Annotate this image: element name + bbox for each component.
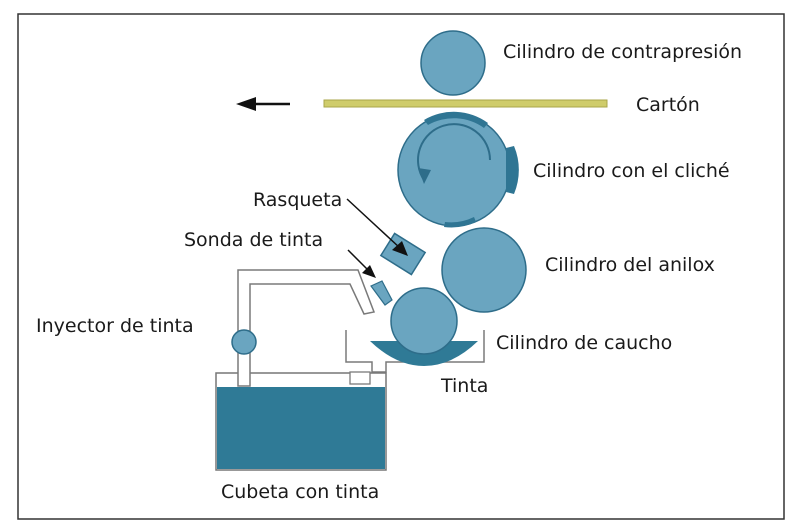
label-cilindro-anilox: Cilindro del anilox (545, 254, 715, 276)
rubber-cylinder (390, 287, 458, 355)
ink-tray (345, 330, 485, 373)
plate-cylinder (397, 113, 511, 227)
sonda-pointer-head (362, 265, 376, 278)
label-carton: Cartón (636, 94, 700, 116)
rotation-arrow (417, 123, 491, 181)
rasqueta-pointer-head (392, 241, 408, 256)
label-cubeta-tinta: Cubeta con tinta (221, 481, 379, 503)
direction-arrow-head (236, 97, 256, 111)
rasqueta-pointer-line (346, 198, 401, 249)
anilox-cylinder (441, 227, 527, 313)
cliche-plate-right (506, 146, 519, 194)
ink-injector (231, 329, 257, 355)
label-cilindro-contrapresion: Cilindro de contrapresión (503, 41, 742, 63)
label-tinta: Tinta (440, 375, 488, 397)
impression-cylinder (420, 30, 486, 96)
cliche-plate-bottom (444, 217, 476, 228)
label-rasqueta: Rasqueta (253, 189, 342, 211)
tray-drain (349, 371, 371, 385)
label-inyector-tinta: Inyector de tinta (36, 315, 194, 337)
sonda-pointer-line (347, 249, 369, 271)
cliche-plate-top (424, 111, 488, 128)
ink-probe (370, 280, 393, 306)
label-cilindro-cliche: Cilindro con el cliché (533, 160, 730, 182)
diagram-frame (17, 13, 785, 520)
label-cilindro-caucho: Cilindro de caucho (496, 332, 672, 354)
ink-supply-pipe (237, 269, 376, 387)
rotation-arrow-head (418, 168, 431, 184)
label-sonda-tinta: Sonda de tinta (184, 229, 323, 251)
ink-tank-liquid (217, 387, 385, 469)
ink-tank (215, 372, 387, 471)
cardboard-sheet (323, 99, 608, 108)
